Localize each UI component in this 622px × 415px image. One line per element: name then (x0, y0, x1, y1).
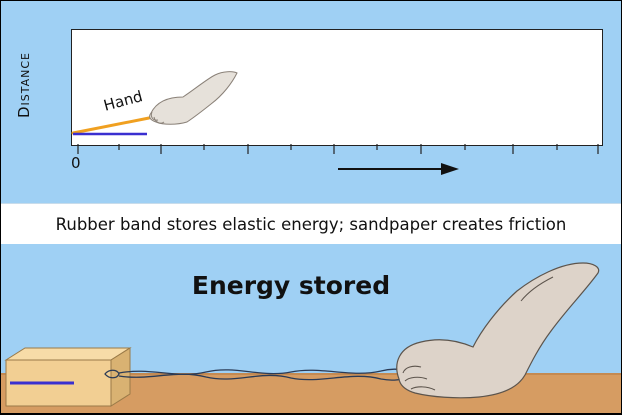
x-axis-ticks (77, 144, 599, 154)
caption-bar: Rubber band stores elastic energy; sandp… (1, 203, 621, 245)
plot-area (71, 29, 603, 146)
graph-overlay (71, 71, 599, 175)
hand-icon (396, 262, 600, 399)
hand-distance-line (71, 116, 151, 135)
rubber-band (104, 368, 412, 381)
hand-icon (149, 71, 238, 125)
wooden-block (4, 347, 132, 407)
scene-title: Energy stored (191, 271, 391, 300)
time-arrow-icon (338, 163, 459, 175)
caption-text: Rubber band stores elastic energy; sandp… (55, 214, 567, 234)
x-axis-origin-label: 0 (71, 154, 81, 172)
